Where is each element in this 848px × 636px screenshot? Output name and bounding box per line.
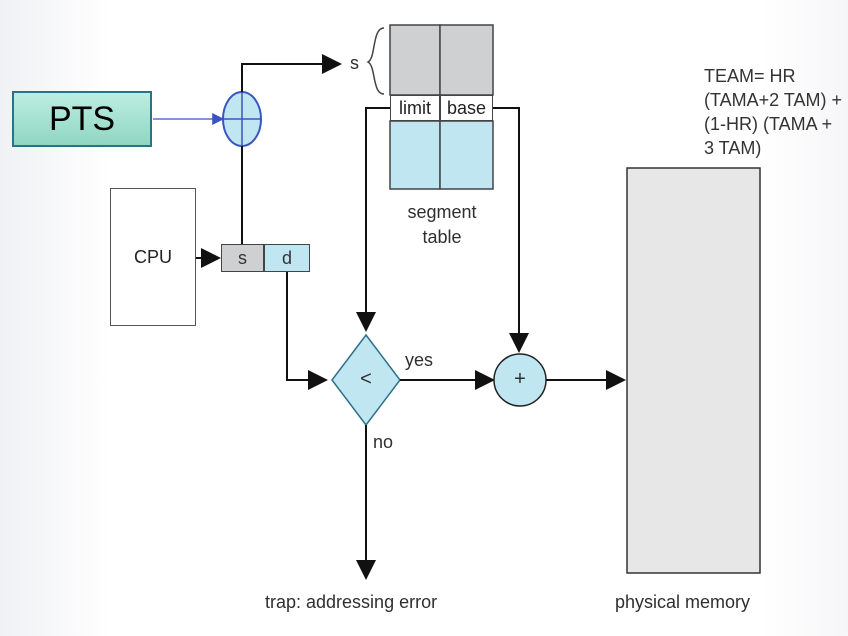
pts-label: PTS xyxy=(48,99,116,138)
segment-brace xyxy=(366,27,385,95)
adder-symbol: + xyxy=(514,368,526,390)
segment-base-cell: base xyxy=(440,95,493,121)
address-segment-cell: s xyxy=(221,244,264,272)
limit-to-compare-line xyxy=(356,107,390,332)
no-label: no xyxy=(373,432,394,452)
compare-symbol: < xyxy=(360,368,372,390)
base-to-adder-line xyxy=(493,107,529,353)
segment-table-gray-left xyxy=(389,24,441,96)
team-formula-note: TEAM= HR (TAMA+2 TAM) + (1-HR) (TAMA + 3… xyxy=(704,66,843,158)
physical-memory-block xyxy=(626,167,761,574)
trap-label: trap: addressing error xyxy=(265,592,438,612)
segment-table-gray-right xyxy=(439,24,494,96)
cpu-label: CPU xyxy=(133,246,172,267)
segment-index-label: s xyxy=(350,53,359,73)
segment-table-caption-2: table xyxy=(422,227,462,247)
cpu-box: CPU xyxy=(110,188,196,326)
address-offset-cell: d xyxy=(264,244,310,272)
adder-to-segment-line xyxy=(241,54,342,92)
segment-table-blue-right xyxy=(439,120,494,190)
address-s-label: s xyxy=(238,247,247,268)
segment-table-caption-1: segment xyxy=(407,202,477,222)
address-d-label: d xyxy=(281,247,292,268)
yes-label: yes xyxy=(405,350,434,370)
physical-memory-label: physical memory xyxy=(615,592,751,612)
pts-box: PTS xyxy=(12,91,152,147)
base-label: base xyxy=(446,97,487,118)
segment-limit-cell: limit xyxy=(390,95,440,121)
d-to-compare-line xyxy=(286,272,328,390)
limit-label: limit xyxy=(399,97,431,118)
segment-table-blue-left xyxy=(389,120,441,190)
